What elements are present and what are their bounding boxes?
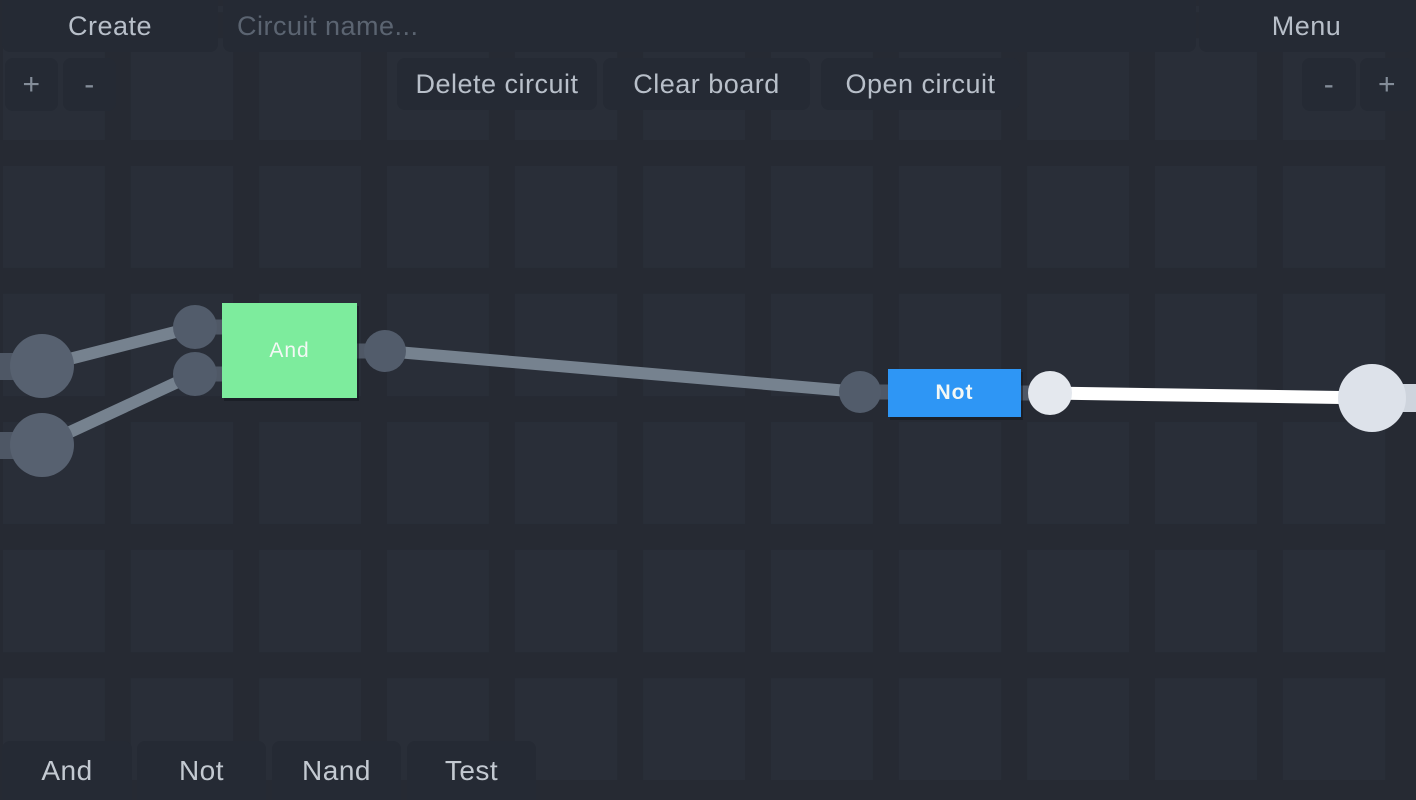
toolbox-item-not[interactable]: Not [137, 741, 266, 800]
zoom-out-button-left[interactable]: - [63, 58, 116, 111]
not-input-pin[interactable] [839, 371, 881, 413]
clear-board-button[interactable]: Clear board [603, 58, 810, 110]
zoom-in-button-right[interactable]: + [1360, 58, 1414, 111]
toolbox-item-test[interactable]: Test [407, 741, 536, 800]
toolbox-item-and[interactable]: And [2, 741, 132, 800]
input-node-b[interactable] [10, 413, 74, 477]
and-input-pin-1[interactable] [173, 305, 217, 349]
open-circuit-button[interactable]: Open circuit [821, 58, 1020, 110]
delete-circuit-button[interactable]: Delete circuit [397, 58, 597, 110]
create-button[interactable]: Create [2, 0, 218, 52]
wire [384, 345, 861, 398]
and-output-pin[interactable] [364, 330, 406, 372]
zoom-in-button-left[interactable]: + [5, 58, 58, 111]
and-input-pin-2[interactable] [173, 352, 217, 396]
menu-button[interactable]: Menu [1199, 0, 1414, 52]
output-node[interactable] [1338, 364, 1406, 432]
gate-and-label: And [269, 338, 310, 362]
gate-and[interactable]: And [222, 303, 357, 398]
circuit-name-input[interactable] [223, 0, 1196, 52]
input-node-a[interactable] [10, 334, 74, 398]
not-output-pin[interactable] [1028, 371, 1072, 415]
toolbox-item-nand[interactable]: Nand [272, 741, 401, 800]
gate-not[interactable]: Not [888, 369, 1021, 417]
gate-not-label: Not [935, 381, 974, 404]
zoom-out-button-right[interactable]: - [1302, 58, 1356, 111]
wire-active [1049, 386, 1373, 405]
